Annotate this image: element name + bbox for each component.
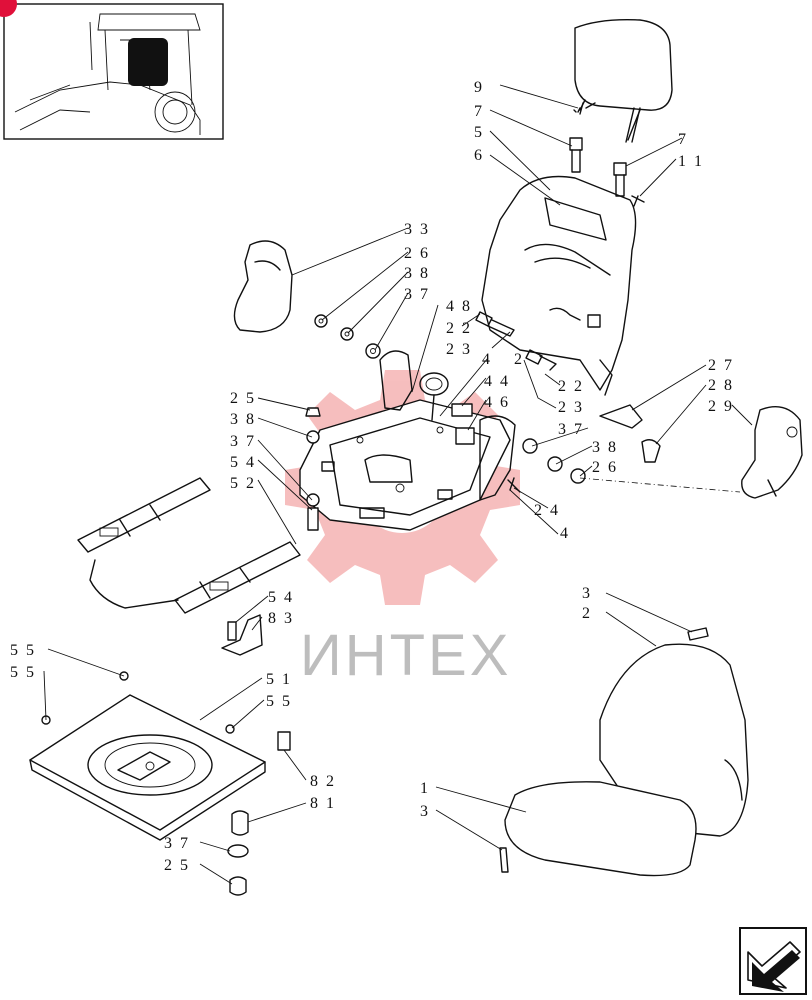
callout-52: 5 2	[230, 475, 256, 492]
screw-3b	[499, 847, 509, 873]
callout-82: 8 2	[310, 773, 336, 790]
swivel-base-plate	[29, 694, 266, 841]
callout-81: 8 1	[310, 795, 336, 812]
nut-25b	[229, 876, 247, 896]
screw-11	[631, 195, 645, 207]
callout-48: 4 8	[446, 298, 472, 315]
callout-46: 4 6	[484, 394, 510, 411]
watermark-text: ИНТЕХ	[300, 623, 511, 688]
bolt-54b	[227, 621, 237, 641]
callout-5a: 5	[474, 124, 484, 141]
callout-6: 6	[474, 147, 484, 164]
callout-26b: 2 6	[592, 459, 618, 476]
callout-2: 2	[514, 351, 524, 368]
slide-rails	[77, 477, 301, 614]
clip-46	[455, 427, 475, 445]
bolt-7b	[613, 162, 627, 197]
callout-51: 5 1	[266, 671, 292, 688]
next-page-arrow-icon[interactable]	[739, 927, 807, 995]
bolt-7a	[569, 137, 583, 173]
backrest-frame	[481, 175, 637, 396]
callout-23a: 2 3	[446, 341, 472, 358]
washer-38b	[306, 430, 320, 444]
callout-28: 2 8	[708, 377, 734, 394]
callout-22a: 2 2	[446, 320, 472, 337]
callout-83: 8 3	[268, 610, 294, 627]
callout-23b: 2 3	[558, 399, 584, 416]
pull-ring	[419, 372, 449, 421]
spacer-37a	[365, 343, 381, 359]
callout-labels: 9 7 5 6 7 1 1 3 3 2 6 3 8 3 7 4 8 2 2 2 …	[10, 79, 734, 874]
callout-24: 2 4	[534, 502, 560, 519]
callout-25b: 2 5	[164, 857, 190, 874]
callout-7a: 7	[474, 103, 484, 120]
spring-44	[451, 403, 473, 417]
callout-38b: 3 8	[230, 411, 256, 428]
callout-38a: 3 8	[404, 265, 430, 282]
callout-37a: 3 7	[404, 286, 430, 303]
washer-38c	[547, 456, 563, 472]
nut-55c	[225, 724, 235, 734]
callout-7b: 7	[678, 131, 688, 148]
damper-81	[231, 810, 249, 836]
callout-44: 4 4	[484, 373, 510, 390]
callout-11: 1 1	[678, 153, 704, 170]
washer-26b	[570, 468, 586, 484]
bracket-83	[221, 614, 263, 656]
callout-1: 1	[420, 780, 430, 797]
callout-2b: 2	[582, 605, 592, 622]
callout-27: 2 7	[708, 357, 734, 374]
callout-37b: 3 7	[230, 433, 256, 450]
callout-37c: 3 7	[558, 421, 584, 438]
callout-29: 2 9	[708, 398, 734, 415]
armrest-right	[741, 406, 803, 499]
bolt-22	[525, 349, 543, 365]
bolt-54a	[307, 507, 319, 531]
washer-26a	[314, 314, 328, 328]
callout-22b: 2 2	[558, 378, 584, 395]
callout-38c: 3 8	[592, 439, 618, 456]
callout-55c: 5 5	[266, 693, 292, 710]
screw-3a	[687, 627, 709, 641]
thumbnail-badge-icon	[0, 0, 17, 17]
lever-27	[599, 404, 643, 429]
callout-33: 3 3	[404, 221, 430, 238]
callout-55a: 5 5	[10, 642, 36, 659]
washer-37d	[227, 844, 249, 858]
seat-backrest-cushion	[599, 643, 749, 837]
callout-25a: 2 5	[230, 390, 256, 407]
leader-lines	[43, 84, 753, 885]
bolt-82	[277, 731, 291, 751]
callout-54a: 5 4	[230, 454, 256, 471]
callout-9: 9	[474, 79, 484, 96]
callout-37d: 3 7	[164, 835, 190, 852]
headrest	[573, 19, 673, 143]
machine-thumbnail	[0, 0, 224, 140]
callout-26a: 2 6	[404, 245, 430, 262]
thumbnail-highlighted-seat	[128, 38, 168, 86]
callout-54b: 5 4	[268, 589, 294, 606]
spacer-37c	[522, 438, 538, 454]
seat-cushion	[504, 781, 697, 877]
callout-4a: 4	[482, 351, 492, 368]
callout-3b: 3	[420, 803, 430, 820]
armrest-left	[233, 240, 293, 333]
callout-4b: 4	[560, 525, 570, 542]
knob-28	[641, 439, 661, 463]
callout-55b: 5 5	[10, 664, 36, 681]
callout-3a: 3	[582, 585, 592, 602]
washer-37b	[306, 493, 320, 507]
